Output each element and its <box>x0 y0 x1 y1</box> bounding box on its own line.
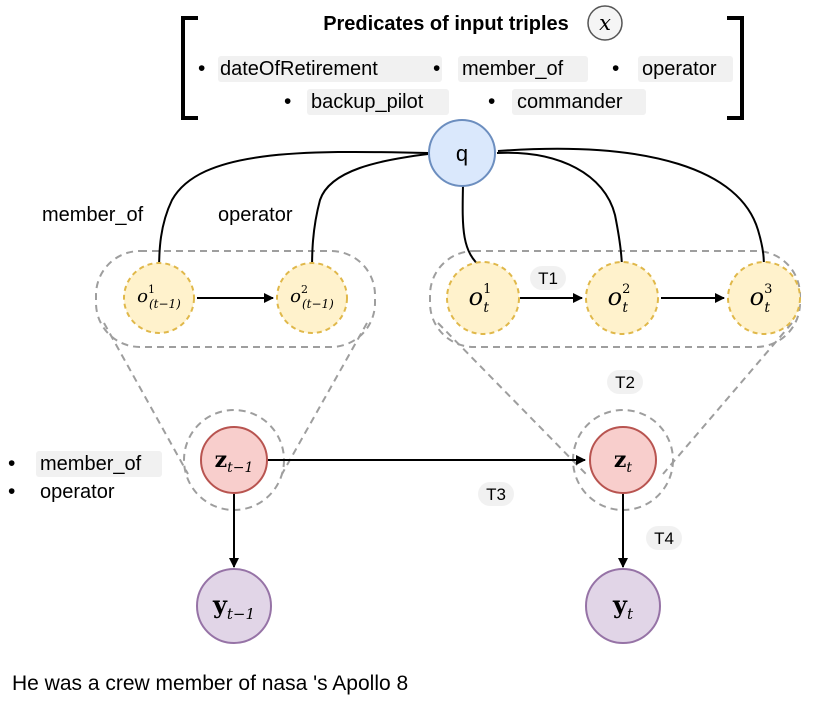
predicate-item: member_of <box>462 58 564 80</box>
svg-text:T3: T3 <box>486 485 506 504</box>
q-node: q <box>428 119 496 187</box>
o-prev-2-node: o2(t−1) <box>276 262 348 334</box>
bullet-dot: • <box>8 480 15 503</box>
tag-t2: T2 <box>607 370 643 394</box>
edge-q-o-prev-2 <box>311 153 429 273</box>
edge-q-o-prev-1 <box>158 150 429 273</box>
edge-label-operator: operator <box>218 204 293 226</box>
bullet-dot: • <box>612 57 619 80</box>
svg-text:o2t: o2t <box>608 282 631 316</box>
predicate-item: commander <box>517 91 623 113</box>
predicate-item: dateOfRetirement <box>220 58 378 80</box>
side-list-item: member_of <box>40 453 142 475</box>
svg-text:o1(t−1): o1(t−1) <box>137 283 181 311</box>
prev-funnel-right <box>281 322 368 475</box>
left-bracket <box>181 16 198 120</box>
prev-object-group <box>95 250 376 348</box>
edge-q-o-t-3 <box>497 147 765 271</box>
predicate-item: operator <box>642 58 717 80</box>
tag-t3: T3 <box>478 482 514 506</box>
y-prev-node: yt−1 <box>196 568 272 644</box>
caption: He was a crew member of nasa 's Apollo 8 <box>12 672 408 695</box>
x-symbol: x <box>587 5 623 41</box>
svg-text:x: x <box>599 11 611 35</box>
side-predicate-list: • member_of • operator <box>8 451 162 503</box>
current-object-group <box>429 250 801 348</box>
edge-label-member-of: member_of <box>42 204 144 226</box>
z-t-node: zt <box>589 426 657 494</box>
svg-text:zt−1: zt−1 <box>215 447 254 476</box>
edge-q-o-t-2 <box>496 151 623 271</box>
svg-text:o3t: o3t <box>750 282 773 316</box>
svg-text:T1: T1 <box>538 269 558 288</box>
svg-text:yt−1: yt−1 <box>212 590 255 623</box>
right-bracket <box>727 16 744 120</box>
o-prev-1-node: o1(t−1) <box>123 262 195 334</box>
bullet-dot: • <box>488 90 495 113</box>
bullet-dot: • <box>284 90 291 113</box>
predicate-item: backup_pilot <box>311 91 424 113</box>
tag-t4: T4 <box>646 526 682 550</box>
header-title: Predicates of input triples <box>323 13 569 35</box>
svg-text:T4: T4 <box>654 529 674 548</box>
prev-funnel-left <box>103 322 189 475</box>
svg-text:T2: T2 <box>615 373 635 392</box>
svg-text:yt: yt <box>612 590 634 623</box>
y-t-node: yt <box>585 568 661 644</box>
svg-text:zt: zt <box>614 447 633 476</box>
bullet-dot: • <box>198 57 205 80</box>
bullet-dot: • <box>433 57 440 80</box>
bullet-dot: • <box>8 452 15 475</box>
svg-text:o2(t−1): o2(t−1) <box>290 283 334 311</box>
side-list-item: operator <box>40 481 115 503</box>
svg-text:o1t: o1t <box>469 282 492 316</box>
z-prev-node: zt−1 <box>200 426 268 494</box>
tag-t1: T1 <box>530 266 566 290</box>
edge-q-o-t-1 <box>461 184 483 269</box>
curr-funnel-right <box>662 322 793 475</box>
predicates-header: Predicates of input triples x • dateOfRe… <box>181 5 744 120</box>
svg-text:q: q <box>456 141 468 166</box>
